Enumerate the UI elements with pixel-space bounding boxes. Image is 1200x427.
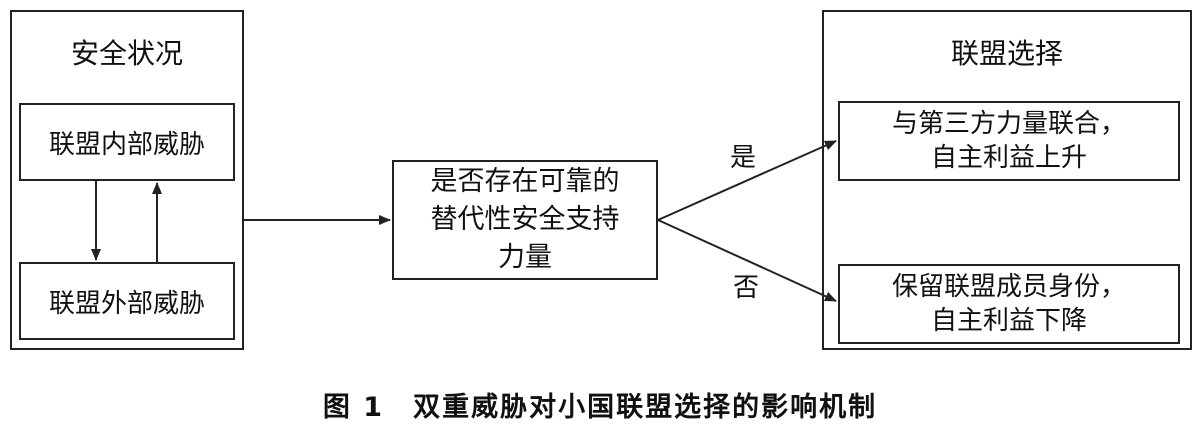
no-outcome-line-2: 自主利益下降 (930, 306, 1087, 336)
security-situation-title: 安全状况 (70, 37, 183, 70)
internal-threat-box: 联盟内部威胁 (19, 103, 235, 181)
question-line-3: 力量 (498, 242, 552, 273)
external-threat-box: 联盟外部威胁 (19, 262, 235, 340)
question-line-2: 替代性安全支持 (430, 204, 620, 235)
yes-outcome-box: 与第三方力量联合， 自主利益上升 (838, 101, 1180, 181)
question-line-1: 是否存在可靠的 (430, 166, 620, 197)
no-branch-label: 否 (733, 273, 760, 303)
external-threat-label: 联盟外部威胁 (48, 288, 205, 319)
no-outcome-box: 保留联盟成员身份， 自主利益下降 (838, 264, 1180, 344)
alliance-choice-title: 联盟选择 (950, 37, 1063, 70)
yes-outcome-line-2: 自主利益上升 (930, 143, 1087, 173)
question-to-no-arrow (657, 219, 837, 302)
alternative-support-question-box: 是否存在可靠的 替代性安全支持 力量 (392, 160, 658, 280)
internal-threat-label: 联盟内部威胁 (48, 129, 205, 160)
yes-branch-label: 是 (730, 143, 757, 173)
no-outcome-line-1: 保留联盟成员身份， (891, 272, 1126, 302)
yes-outcome-line-1: 与第三方力量联合， (891, 109, 1126, 139)
figure-caption: 图 1 双重威胁对小国联盟选择的影响机制 (322, 392, 878, 423)
question-to-yes-arrow (657, 140, 837, 221)
